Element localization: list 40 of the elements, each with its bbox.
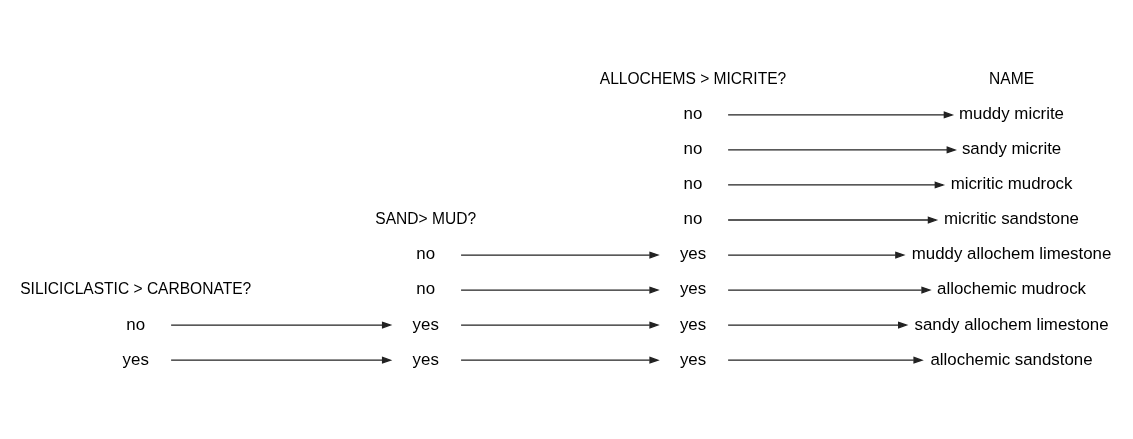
label: ALLOCHEMS > MICRITE? — [599, 69, 787, 87]
node-text: micritic sandstone — [944, 208, 1080, 228]
arrow — [727, 250, 906, 259]
node-text: yes — [412, 349, 439, 369]
node-text: no — [126, 314, 146, 334]
node-text: yes — [679, 349, 707, 369]
node-text: allochemic sandstone — [930, 349, 1093, 369]
arrow — [460, 320, 660, 329]
node-text: yes — [679, 278, 707, 298]
node-text: micritic mudrock — [950, 173, 1073, 193]
arrow — [727, 285, 932, 294]
arrow — [170, 320, 393, 329]
arrow — [727, 215, 939, 224]
node-text: no — [683, 103, 703, 123]
arrow — [727, 145, 957, 154]
node-text: no — [683, 138, 703, 158]
arrow — [727, 110, 955, 119]
arrow — [170, 356, 393, 364]
arrow — [460, 356, 660, 364]
node-text: no — [416, 278, 436, 298]
arrow — [727, 320, 909, 329]
node-text: yes — [122, 349, 149, 369]
label: NAME — [989, 69, 1035, 87]
node-text: yes — [412, 314, 439, 334]
node-text: yes — [679, 243, 707, 263]
label: SAND> MUD? — [375, 209, 477, 227]
arrow — [460, 250, 660, 259]
arrow — [727, 356, 924, 364]
node-text: sandy micrite — [961, 138, 1062, 158]
node-text: sandy allochem limestone — [914, 314, 1109, 334]
arrow — [460, 285, 660, 294]
node-text: muddy micrite — [959, 103, 1065, 123]
node-text: no — [683, 173, 703, 193]
arrow — [727, 180, 946, 189]
node-text: muddy allochem limestone — [911, 243, 1112, 263]
node-text: no — [683, 208, 703, 228]
node-text: no — [416, 243, 436, 263]
node-text: allochemic mudrock — [937, 278, 1087, 298]
label: SILICICLASTIC > CARBONATE? — [20, 279, 252, 297]
node-text: yes — [679, 314, 707, 334]
